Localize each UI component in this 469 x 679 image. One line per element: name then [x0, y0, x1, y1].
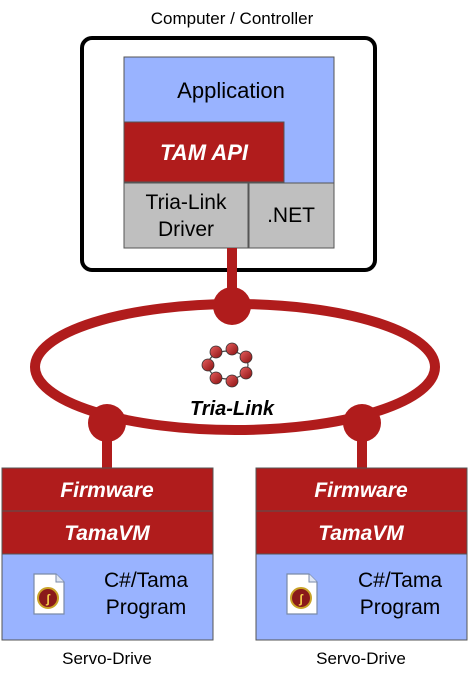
ring-node-right — [343, 404, 381, 442]
program-label-line1: C#/Tama — [358, 569, 442, 592]
servo-drive-caption: Servo-Drive — [62, 649, 152, 668]
application-label: Application — [177, 78, 285, 103]
svg-text:ʃ: ʃ — [298, 592, 304, 606]
servo-drive-right: Firmware TamaVM ʃ C#/Tama Program Servo-… — [255, 467, 468, 668]
tamavm-label: TamaVM — [64, 522, 150, 545]
tamavm-layer — [1, 510, 214, 555]
tria-link-label: Tria-Link — [190, 398, 275, 420]
program-label-line2: Program — [106, 596, 187, 619]
ring-node-left — [88, 404, 126, 442]
tam-api-label: TAM API — [160, 140, 249, 165]
servo-drive-caption: Servo-Drive — [316, 649, 406, 668]
tam-api-layer — [123, 121, 285, 183]
program-label-line2: Program — [360, 596, 441, 619]
servo-drive-left: Firmware TamaVM ʃ C#/Tama Program Servo-… — [1, 467, 214, 668]
program-label-line1: C#/Tama — [104, 569, 188, 592]
program-layer — [1, 553, 214, 641]
svg-text:ʃ: ʃ — [45, 592, 51, 606]
firmware-layer — [255, 467, 468, 512]
ring-node-computer — [213, 287, 251, 325]
tria-link-driver-layer — [123, 182, 249, 249]
tamavm-label: TamaVM — [318, 522, 404, 545]
firmware-label: Firmware — [314, 479, 408, 502]
tria-link-network — [30, 248, 440, 470]
computer-caption: Computer / Controller — [151, 9, 314, 28]
tria-link-logo-icon — [201, 342, 253, 388]
assembly-file-icon: ʃ — [286, 573, 318, 615]
dotnet-label: .NET — [267, 204, 315, 227]
tamavm-layer — [255, 510, 468, 555]
dotnet-layer — [248, 182, 335, 249]
firmware-label: Firmware — [60, 479, 154, 502]
assembly-file-icon: ʃ — [33, 573, 65, 615]
driver-label-line1: Tria-Link — [146, 191, 227, 214]
driver-label-line2: Driver — [158, 218, 214, 241]
